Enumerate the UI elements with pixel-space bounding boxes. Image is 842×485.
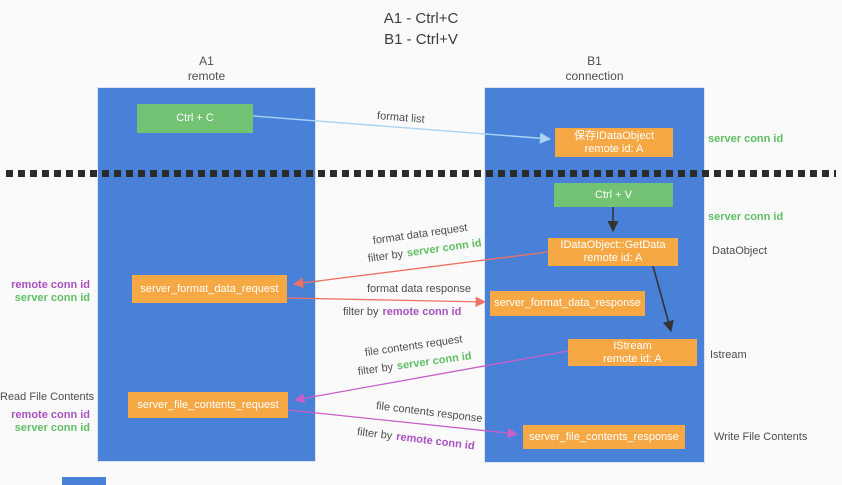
diagram-title: A1 - Ctrl+C B1 - Ctrl+V [0,8,842,50]
node-istream-subtitle: remote id: A [603,352,662,365]
node-server-file-contents-request: server_file_contents_request [128,392,288,418]
node-save-idataobject-subtitle: remote id: A [584,142,644,155]
right-label-server-conn-id-1: server conn id [708,133,784,145]
lifeline-a1-role: remote [187,69,226,83]
filter-by-text: filter by [343,306,379,318]
node-file-request-label: server_file_contents_request [137,398,279,411]
left-label-server-conn-id-1: server conn id [14,292,90,304]
node-getdata-title: IDataObject::GetData [560,239,666,251]
node-file-response-label: server_file_contents_response [529,430,679,443]
node-format-request-label: server_format_data_request [140,282,279,295]
node-ctrl-c-label: Ctrl + C [176,112,214,124]
lifeline-header-b1: B1 connection [485,54,704,84]
title-line-1: A1 - Ctrl+C [383,10,459,27]
remote-conn-id-text: remote conn id [382,306,462,318]
lifeline-a1-name: A1 [199,54,214,68]
node-save-idataobject: 保存IDataObject remote id: A [555,128,673,157]
node-idataobject-getdata: IDataObject::GetData remote id: A [548,238,678,266]
node-getdata-subtitle: remote id: A [583,252,643,264]
label-file-contents-response: file contents response [375,400,484,426]
node-format-response-label: server_format_data_response [494,297,641,309]
right-label-write-file-contents: Write File Contents [714,431,808,443]
left-label-remote-conn-id-1: remote conn id [11,279,90,291]
background-window-fragment [62,477,106,485]
arrow-format-data-response [286,296,487,308]
node-server-file-contents-response: server_file_contents_response [523,425,685,449]
lifeline-b1-name: B1 [587,54,602,68]
node-ctrl-v: Ctrl + V [554,183,673,207]
right-label-server-conn-id-2: server conn id [708,211,784,223]
right-label-dataobject: DataObject [712,245,768,257]
node-server-format-data-request: server_format_data_request [132,275,287,303]
left-label-server-conn-id-2: server conn id [14,422,90,434]
title-line-2: B1 - Ctrl+V [384,31,458,48]
filter-by-text: filter by [356,426,393,443]
lifeline-header-a1: A1 remote [98,54,315,84]
node-istream: IStream remote id: A [568,339,697,366]
remote-conn-id-text: remote conn id [395,430,476,453]
filter-by-text: filter by [357,361,394,378]
node-ctrl-v-label: Ctrl + V [595,188,632,201]
left-label-read-file-contents: Read File Contents [0,391,95,403]
filter-by-text: filter by [367,248,404,265]
label-format-data-response: format data response [367,283,471,295]
node-server-format-data-response: server_format_data_response [490,291,645,316]
label-format-list: format list [376,110,426,126]
node-ctrl-c: Ctrl + C [137,104,253,133]
node-save-idataobject-title: 保存IDataObject [573,129,655,142]
node-istream-title: IStream [613,339,652,352]
dotted-divider-line [6,170,836,177]
left-label-remote-conn-id-2: remote conn id [11,409,90,421]
right-label-istream: Istream [710,349,747,361]
lifeline-b1-role: connection [565,69,624,83]
